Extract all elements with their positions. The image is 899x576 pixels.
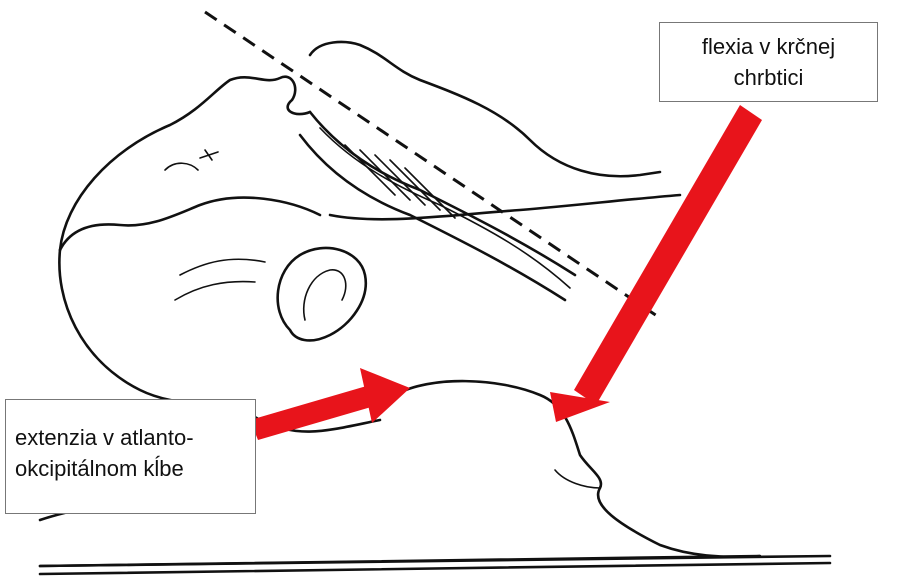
label-extension-line-1: extenzia v atlanto- [15,422,255,453]
label-extension: extenzia v atlanto- okcipitálnom kĺbe [5,399,256,514]
eyebrow [200,150,218,160]
flexion-arrow [550,105,762,422]
ear-inner [304,270,346,320]
pillow-fold [555,470,600,488]
ear [278,248,366,340]
operator-hand [310,42,660,176]
airway-band [300,112,575,300]
hair [175,259,265,300]
label-flexion-line-1: flexia v krčnej [660,31,877,62]
label-flexion-line-2: chrbtici [660,62,877,93]
eye [165,163,198,170]
axis-line [205,12,660,318]
operator-arm [330,195,680,219]
label-flexion: flexia v krčnej chrbtici [659,22,878,102]
label-extension-line-2: okcipitálnom kĺbe [15,453,255,484]
forehead [60,198,320,250]
